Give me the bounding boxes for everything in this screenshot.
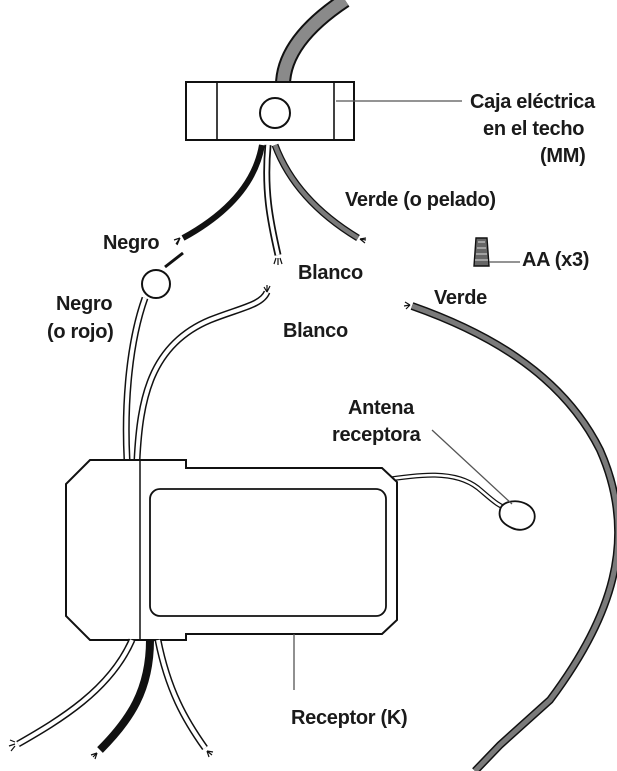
antenna-leader-line	[431, 429, 513, 505]
wire-connector	[141, 269, 171, 299]
ceiling-supply-cable	[275, 0, 350, 89]
wire-nut-icon	[473, 237, 520, 267]
label-caja-line1: Caja eléctrica	[470, 91, 596, 113]
receiver-antenna	[377, 472, 536, 531]
label-receptor: Receptor (K)	[291, 707, 407, 729]
label-negro: Negro	[103, 232, 159, 254]
house-white-wire	[263, 144, 283, 265]
label-blanco-bottom: Blanco	[283, 320, 348, 342]
label-caja-line2: en el techo	[483, 118, 584, 140]
receiver-black-wire	[122, 251, 184, 461]
house-green-wire	[271, 143, 367, 244]
ceiling-electrical-box	[185, 81, 355, 141]
label-verde-pelado: Verde (o pelado)	[345, 189, 496, 211]
label-antena-line1: Antena	[348, 397, 415, 419]
label-caja-line3: (MM)	[540, 145, 585, 167]
receiver-body	[65, 459, 398, 641]
receiver-white-wire	[133, 285, 271, 461]
label-antena-line2: receptora	[332, 424, 422, 446]
receiver-output-wires	[8, 638, 214, 760]
receiver-green-wire	[403, 301, 617, 771]
label-negro-rojo-line1: Negro	[56, 293, 112, 315]
label-verde: Verde	[434, 287, 487, 309]
label-aa: AA (x3)	[522, 249, 589, 271]
label-negro-rojo-line2: (o rojo)	[47, 321, 113, 343]
house-black-wire	[173, 144, 265, 246]
label-blanco-top: Blanco	[298, 262, 363, 284]
